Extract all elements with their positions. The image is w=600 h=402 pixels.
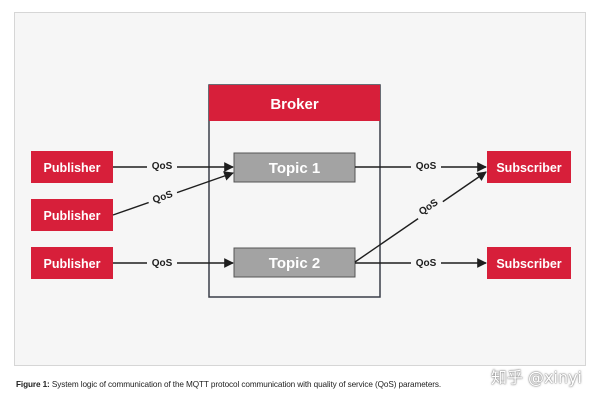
topic-1-box — [233, 152, 356, 183]
watermark-text: 知乎 @xinyi — [490, 368, 582, 387]
subscriber-1-label: Subscriber — [496, 161, 561, 175]
topic-1-label: Topic 1 — [269, 160, 320, 177]
broker-header — [209, 85, 380, 121]
publisher-2-label: Publisher — [44, 209, 101, 223]
publisher-1-label: Publisher — [44, 161, 101, 175]
diagram-panel — [14, 12, 586, 366]
subscriber-2-label: Subscriber — [496, 257, 561, 271]
qos-label-sub1: QoS — [416, 161, 437, 172]
qos-label-bg-1 — [147, 158, 177, 172]
qos-label-bg-3 — [147, 255, 177, 269]
qos-label-pub2: QoS — [151, 189, 174, 206]
qos-label-bg-4 — [411, 158, 441, 172]
qos-label-bg-5 — [412, 192, 445, 221]
topic-2-label: Topic 2 — [269, 255, 320, 272]
qos-label-sub2: QoS — [416, 258, 437, 269]
qos-label-bg-6 — [411, 255, 441, 269]
caption-prefix: Figure 1: — [16, 380, 50, 389]
broker-label: Broker — [270, 96, 319, 113]
publisher-3-box — [31, 247, 113, 279]
qos-label-pub1: QoS — [152, 161, 173, 172]
qos-label-bg-2 — [146, 185, 179, 208]
caption-text: System logic of communication of the MQT… — [49, 380, 442, 389]
publisher-3-label: Publisher — [44, 257, 101, 271]
subscriber-2-box — [487, 247, 571, 279]
subscriber-1-box — [487, 151, 571, 183]
publisher-2-box — [31, 199, 113, 231]
figure-caption: Figure 1: System logic of communication … — [16, 380, 486, 389]
publisher-1-box — [31, 151, 113, 183]
qos-label-pub3: QoS — [152, 258, 173, 269]
